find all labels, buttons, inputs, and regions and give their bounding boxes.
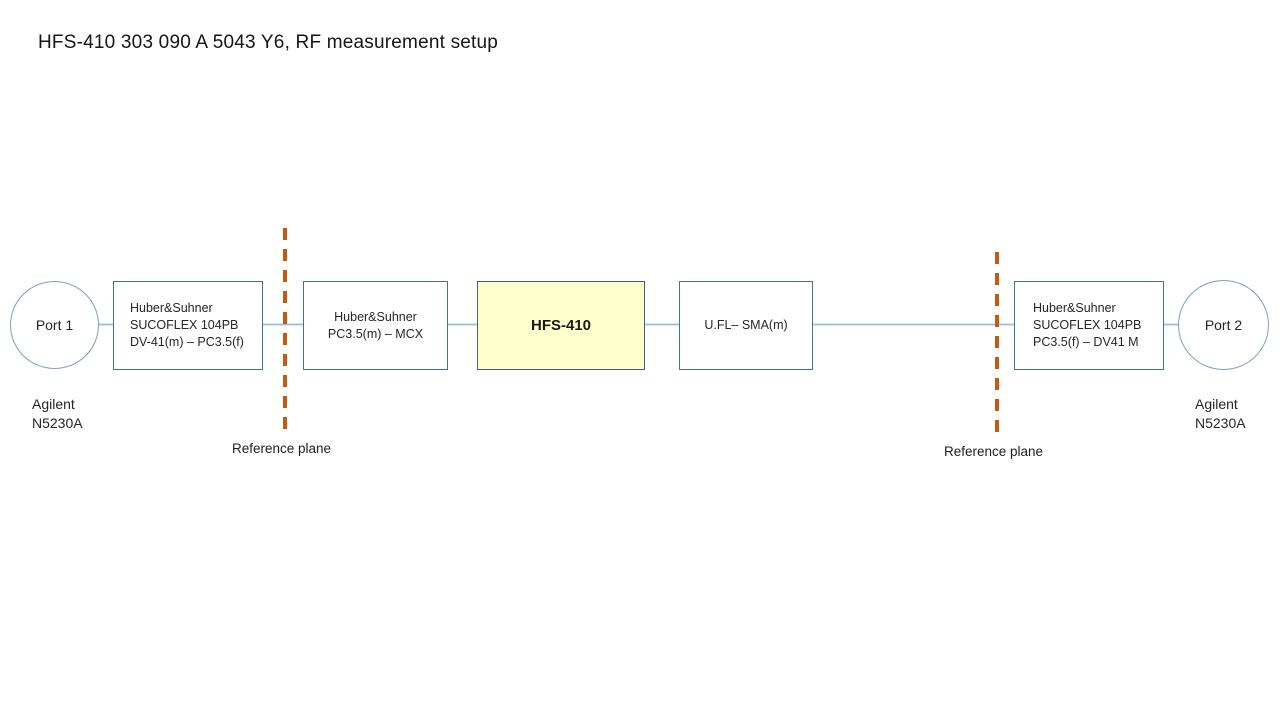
adapter1-line2: PC3.5(m) – MCX bbox=[327, 326, 424, 341]
cable2-line1: Huber&Suhner bbox=[1033, 301, 1116, 315]
port2-label: Port 2 bbox=[1204, 317, 1243, 333]
instrument-left-line2: N5230A bbox=[32, 415, 83, 431]
cable1-line2: SUCOFLEX 104PB bbox=[130, 318, 239, 332]
port1-label: Port 1 bbox=[35, 317, 74, 333]
reference-plane-line-right bbox=[995, 252, 999, 437]
dut-box: HFS-410 bbox=[477, 281, 645, 370]
instrument-label-right: Agilent N5230A bbox=[1195, 395, 1246, 433]
dut-label: HFS-410 bbox=[530, 317, 592, 334]
cable1-box: Huber&Suhner SUCOFLEX 104PB DV-41(m) – P… bbox=[113, 281, 263, 370]
reference-plane-label-right: Reference plane bbox=[944, 444, 1044, 459]
instrument-right-line2: N5230A bbox=[1195, 415, 1246, 431]
port2-node: Port 2 bbox=[1178, 280, 1269, 370]
reference-plane-label-left: Reference plane bbox=[232, 441, 332, 456]
instrument-right-line1: Agilent bbox=[1195, 396, 1238, 412]
connector-cable2-port2 bbox=[1164, 323, 1179, 326]
reference-plane-line-left bbox=[283, 228, 287, 436]
connector-port1-cable1 bbox=[99, 323, 113, 326]
connector-adapter2-cable2 bbox=[813, 323, 1014, 326]
connector-dut-adapter2 bbox=[645, 323, 679, 326]
cable2-line3: PC3.5(f) – DV41 M bbox=[1033, 335, 1139, 349]
connector-adapter1-dut bbox=[448, 323, 477, 326]
instrument-left-line1: Agilent bbox=[32, 396, 75, 412]
cable1-line1: Huber&Suhner bbox=[130, 301, 213, 315]
adapter2-box: U.FL– SMA(m) bbox=[679, 281, 813, 370]
adapter2-label: U.FL– SMA(m) bbox=[704, 318, 788, 332]
port1-node: Port 1 bbox=[10, 281, 99, 369]
instrument-label-left: Agilent N5230A bbox=[32, 395, 83, 433]
adapter1-line1: Huber&Suhner bbox=[334, 309, 417, 324]
adapter1-box: Huber&Suhner PC3.5(m) – MCX bbox=[303, 281, 448, 370]
cable2-line2: SUCOFLEX 104PB bbox=[1033, 318, 1142, 332]
diagram-title: HFS-410 303 090 A 5043 Y6, RF measuremen… bbox=[38, 32, 499, 53]
cable2-box: Huber&Suhner SUCOFLEX 104PB PC3.5(f) – D… bbox=[1014, 281, 1164, 370]
cable1-line3: DV-41(m) – PC3.5(f) bbox=[130, 335, 244, 349]
